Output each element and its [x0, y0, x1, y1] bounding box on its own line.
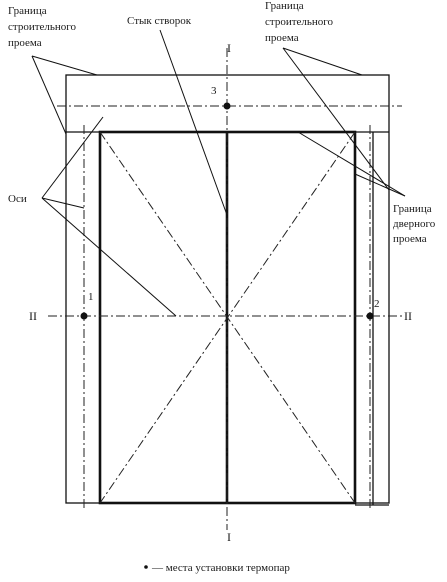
legend-text: — места установки термопар: [151, 562, 290, 574]
label-construction-opening-right: Граница строительного проема: [265, 0, 336, 44]
label-axes: Оси: [8, 193, 27, 205]
leader-axes-b: [41, 197, 85, 209]
point-number-1: 1: [88, 291, 94, 303]
leader-door-opening-b: [354, 173, 406, 197]
leader-joint: [159, 29, 228, 216]
label-leaf-joint: Стык створок: [127, 15, 192, 27]
leader-axes-a: [41, 116, 104, 199]
leader-top-left-opening-b: [31, 55, 67, 135]
thermocouple-point-1: [80, 312, 88, 320]
leader-top-right-opening-b: [282, 47, 390, 191]
axis-mark-I-bottom: I: [227, 530, 231, 544]
point-number-3: 3: [211, 85, 217, 97]
diagonal-top-right-to-bottom-left: [99, 131, 356, 504]
axis-mark-I-top: I: [227, 41, 231, 55]
thermocouple-point-2: [366, 312, 374, 320]
label-door-opening: Граница дверного проема: [393, 203, 438, 245]
leader-door-opening-a: [297, 131, 406, 197]
point-number-2: 2: [374, 298, 380, 310]
leader-top-left-opening-a: [31, 55, 98, 76]
leader-top-right-opening-a: [282, 47, 363, 76]
leader-axes-c: [41, 197, 177, 317]
label-construction-opening-left: Граница строительного проема: [8, 5, 79, 49]
axis-mark-II-left: II: [29, 309, 37, 323]
axis-mark-II-right: II: [404, 309, 412, 323]
legend-bullet: [144, 565, 148, 569]
thermocouple-point-3: [223, 102, 231, 110]
